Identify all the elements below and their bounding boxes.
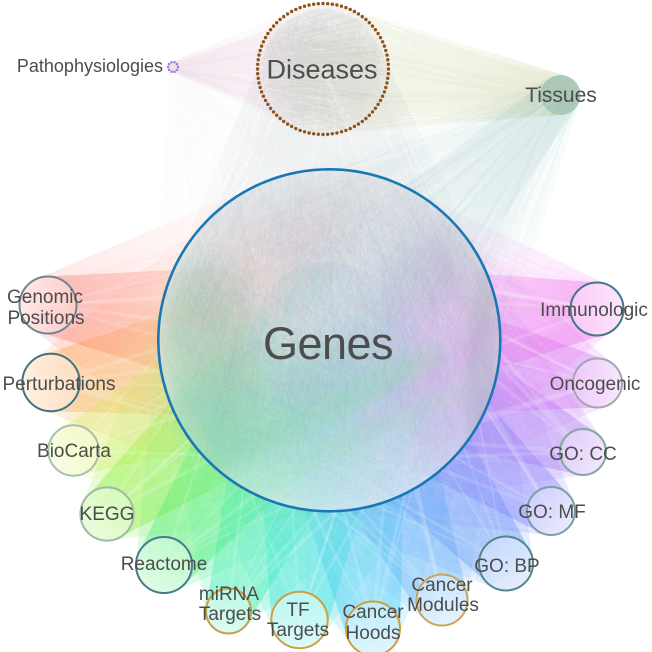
svg-text:GO: CC: GO: CC — [549, 444, 617, 465]
svg-text:Oncogenic: Oncogenic — [550, 374, 641, 395]
svg-text:Genes: Genes — [263, 318, 393, 369]
svg-text:KEGG: KEGG — [80, 504, 135, 525]
svg-text:Immunologic: Immunologic — [540, 300, 648, 321]
svg-text:GO: MF: GO: MF — [518, 502, 586, 523]
svg-text:Diseases: Diseases — [266, 55, 377, 85]
svg-text:Pathophysiologies: Pathophysiologies — [17, 56, 163, 76]
svg-text:Targets: Targets — [267, 620, 329, 641]
svg-text:Positions: Positions — [7, 308, 84, 329]
svg-text:Cancer: Cancer — [411, 575, 473, 596]
svg-text:Tissues: Tissues — [525, 84, 597, 107]
svg-text:Targets: Targets — [199, 604, 261, 625]
svg-text:TF: TF — [286, 600, 309, 621]
svg-text:Perturbations: Perturbations — [2, 374, 115, 395]
svg-text:Cancer: Cancer — [342, 602, 404, 623]
svg-text:Modules: Modules — [407, 595, 479, 616]
svg-text:BioCarta: BioCarta — [37, 441, 111, 462]
svg-text:Reactome: Reactome — [121, 554, 208, 575]
svg-text:miRNA: miRNA — [199, 584, 259, 605]
svg-text:GO: BP: GO: BP — [474, 556, 539, 577]
svg-text:Hoods: Hoods — [346, 623, 401, 644]
svg-text:Genomic: Genomic — [7, 287, 83, 308]
